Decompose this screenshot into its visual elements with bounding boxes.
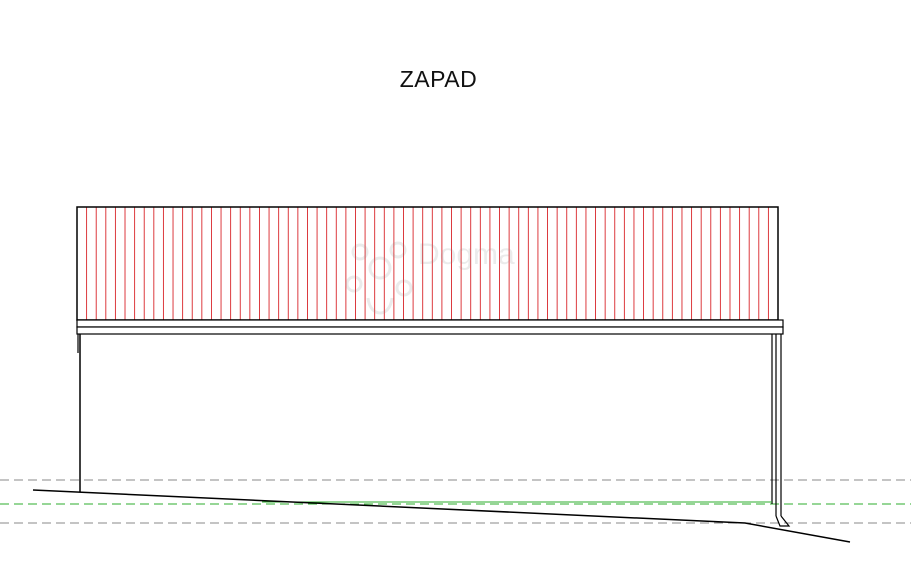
- roof-eave: [76, 319, 784, 328]
- roof-hatch: [86, 207, 769, 320]
- roof-fascia: [76, 326, 784, 335]
- page-title: ZAPAD: [399, 66, 478, 92]
- downpipe-shoe: [775, 515, 791, 527]
- roof-panel: [76, 206, 779, 321]
- ground-line: [32, 489, 851, 543]
